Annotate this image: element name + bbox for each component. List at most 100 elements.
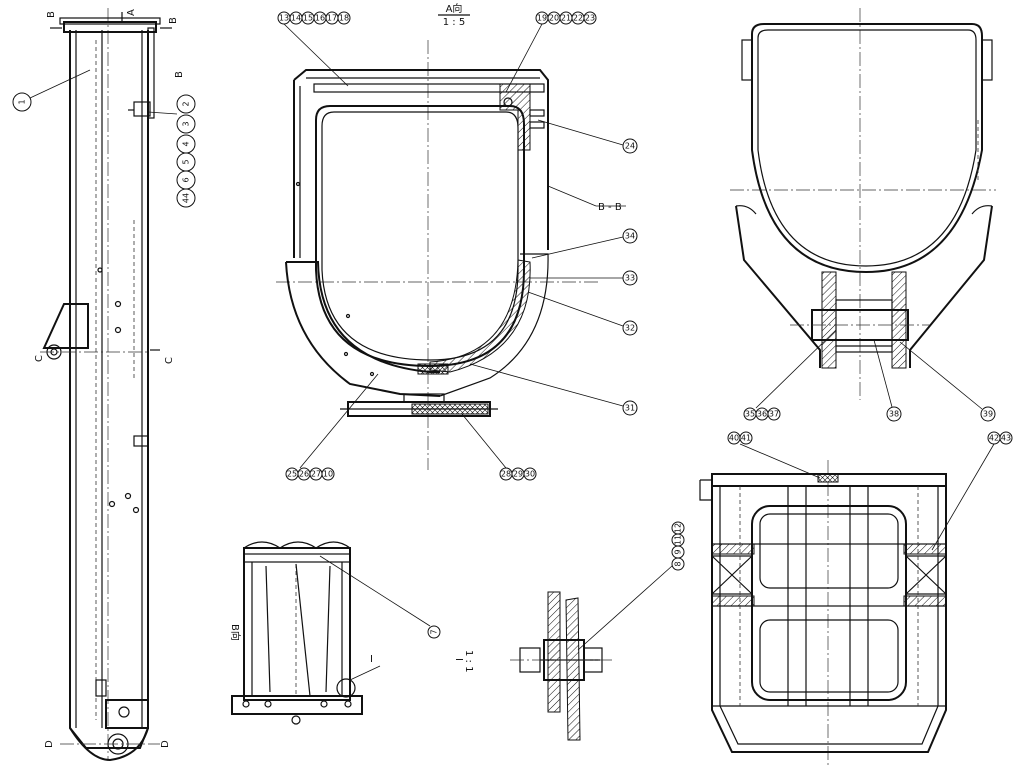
balloon-16: 16 — [313, 11, 327, 25]
detail-i-scale: 1 : 1 — [463, 650, 474, 672]
view-a-scale: 1 : 5 — [443, 17, 465, 28]
balloon-43: 43 — [999, 431, 1013, 445]
detail-i-label: I — [453, 658, 464, 661]
svg-text:10: 10 — [323, 470, 333, 479]
balloon-9: 9 — [671, 545, 685, 559]
balloon-1: 1 — [12, 92, 32, 112]
balloon-7: 7 — [427, 625, 441, 639]
balloon-39: 39 — [980, 406, 996, 422]
svg-text:5: 5 — [182, 159, 191, 164]
svg-text:35: 35 — [745, 410, 755, 419]
svg-text:41: 41 — [741, 434, 751, 443]
balloon-42: 42 — [987, 431, 1001, 445]
svg-text:4: 4 — [182, 141, 191, 146]
balloon-3: 3 — [176, 114, 196, 134]
balloon-15: 15 — [301, 11, 315, 25]
svg-text:42: 42 — [989, 434, 999, 443]
detail-i: I 1 : 1 8 9 11 12 — [453, 521, 685, 741]
balloon-35: 35 — [743, 407, 757, 421]
balloon-37: 37 — [767, 407, 781, 421]
balloon-28: 28 — [499, 467, 513, 481]
balloon-22: 22 — [571, 11, 585, 25]
section-mark-c-right: C — [164, 357, 175, 364]
balloon-29: 29 — [511, 467, 525, 481]
bucket-side-view: 35 36 37 38 39 — [730, 8, 996, 422]
svg-text:33: 33 — [625, 274, 635, 283]
balloon-30: 30 — [523, 467, 537, 481]
view-a-section: A向 1 : 5 — [276, 2, 638, 481]
svg-text:8: 8 — [674, 561, 683, 566]
balloon-31: 31 — [622, 400, 638, 416]
svg-text:15: 15 — [303, 14, 313, 23]
balloon-34: 34 — [622, 228, 638, 244]
svg-text:11: 11 — [674, 535, 683, 545]
section-mark-d-left: D — [44, 740, 55, 748]
svg-text:24: 24 — [625, 142, 635, 151]
section-mark-a: A — [126, 9, 137, 16]
balloon-6: 6 — [176, 170, 196, 190]
balloon-38: 38 — [886, 406, 902, 422]
svg-text:18: 18 — [339, 14, 349, 23]
svg-text:21: 21 — [561, 14, 571, 23]
balloon-12: 12 — [671, 521, 685, 535]
balloon-21: 21 — [559, 11, 573, 25]
balloon-13: 13 — [277, 11, 291, 25]
balloon-24: 24 — [622, 138, 638, 154]
svg-text:9: 9 — [674, 549, 683, 554]
svg-text:6: 6 — [182, 177, 191, 182]
balloon-40: 40 — [727, 431, 741, 445]
balloon-17: 17 — [325, 11, 339, 25]
svg-text:32: 32 — [625, 324, 635, 333]
balloon-26: 26 — [297, 467, 311, 481]
svg-text:17: 17 — [327, 14, 337, 23]
svg-text:20: 20 — [549, 14, 559, 23]
section-mark-d-right: D — [160, 740, 171, 748]
svg-text:43: 43 — [1001, 434, 1011, 443]
balloon-20: 20 — [547, 11, 561, 25]
balloon-4: 4 — [176, 134, 196, 154]
svg-text:25: 25 — [287, 470, 297, 479]
svg-text:44: 44 — [182, 193, 191, 203]
svg-text:37: 37 — [769, 410, 779, 419]
svg-text:27: 27 — [311, 470, 321, 479]
balloon-19: 19 — [535, 11, 549, 25]
balloon-41: 41 — [739, 431, 753, 445]
balloon-14: 14 — [289, 11, 303, 25]
view-b: B向 I 7 — [229, 541, 441, 725]
svg-text:31: 31 — [625, 404, 635, 413]
svg-text:39: 39 — [983, 410, 993, 419]
balloon-8: 8 — [671, 557, 685, 571]
svg-text:13: 13 — [279, 14, 289, 23]
balloon-33: 33 — [622, 270, 638, 286]
svg-text:38: 38 — [889, 410, 899, 419]
svg-text:29: 29 — [513, 470, 523, 479]
svg-text:22: 22 — [573, 14, 583, 23]
section-mark-b-side: B — [174, 71, 185, 78]
svg-text:23: 23 — [585, 14, 595, 23]
view-b-label: B向 — [229, 624, 242, 641]
long-elevation-view: B A B B C C D D 1 2 3 — [12, 8, 196, 762]
view-a-title: A向 — [446, 2, 463, 15]
section-mark-c-left: C — [34, 355, 45, 362]
section-bb-label: B - B — [598, 202, 622, 213]
balloon-27: 27 — [309, 467, 323, 481]
balloon-18: 18 — [337, 11, 351, 25]
svg-text:7: 7 — [430, 629, 439, 634]
balloon-25: 25 — [285, 467, 299, 481]
svg-text:19: 19 — [537, 14, 547, 23]
balloon-32: 32 — [622, 320, 638, 336]
svg-text:36: 36 — [757, 410, 767, 419]
svg-text:26: 26 — [299, 470, 309, 479]
svg-text:40: 40 — [729, 434, 739, 443]
svg-text:16: 16 — [315, 14, 325, 23]
balloon-2: 2 — [176, 94, 196, 114]
balloon-23: 23 — [583, 11, 597, 25]
svg-text:3: 3 — [182, 121, 191, 126]
section-mark-b-top-right: B — [168, 17, 179, 24]
balloon-44: 44 — [176, 188, 196, 208]
svg-text:34: 34 — [625, 232, 635, 241]
balloon-5: 5 — [176, 152, 196, 172]
svg-text:2: 2 — [182, 101, 191, 106]
svg-text:28: 28 — [501, 470, 511, 479]
